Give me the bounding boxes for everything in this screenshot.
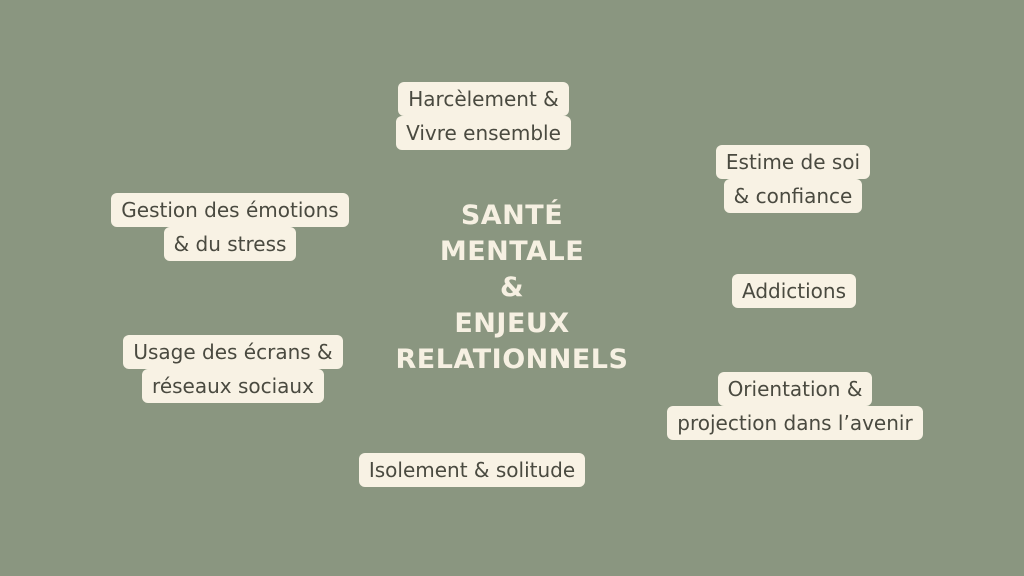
node-label: Isolement & solitude xyxy=(358,453,586,487)
title-line: & xyxy=(499,272,525,303)
node-label: projection dans l’avenir xyxy=(667,406,923,440)
node-orientation: Orientation & projection dans l’avenir xyxy=(657,372,933,440)
central-title: SANTÉ MENTALE & ENJEUX RELATIONNELS xyxy=(362,198,662,378)
node-label: & confiance xyxy=(723,179,863,213)
node-label: Gestion des émotions xyxy=(111,193,349,227)
node-estime: Estime de soi & confiance xyxy=(712,145,874,213)
node-label: Usage des écrans & xyxy=(123,335,343,369)
node-harcelement: Harcèlement & Vivre ensemble xyxy=(396,82,571,150)
node-label: Addictions xyxy=(731,274,856,308)
node-label: & du stress xyxy=(163,227,297,261)
node-gestion: Gestion des émotions & du stress xyxy=(102,193,358,261)
title-line: RELATIONNELS xyxy=(395,344,629,375)
node-label: Orientation & xyxy=(717,372,873,406)
node-label: Estime de soi xyxy=(715,145,871,179)
node-label: Vivre ensemble xyxy=(396,116,571,150)
node-addictions: Addictions xyxy=(724,274,864,308)
node-isolement: Isolement & solitude xyxy=(345,453,599,487)
title-line: SANTÉ xyxy=(460,200,564,231)
node-label: Harcèlement & xyxy=(398,82,569,116)
node-usage: Usage des écrans & réseaux sociaux xyxy=(117,335,349,403)
node-label: réseaux sociaux xyxy=(142,369,324,403)
title-line: MENTALE xyxy=(439,236,585,267)
title-line: ENJEUX xyxy=(454,308,570,339)
